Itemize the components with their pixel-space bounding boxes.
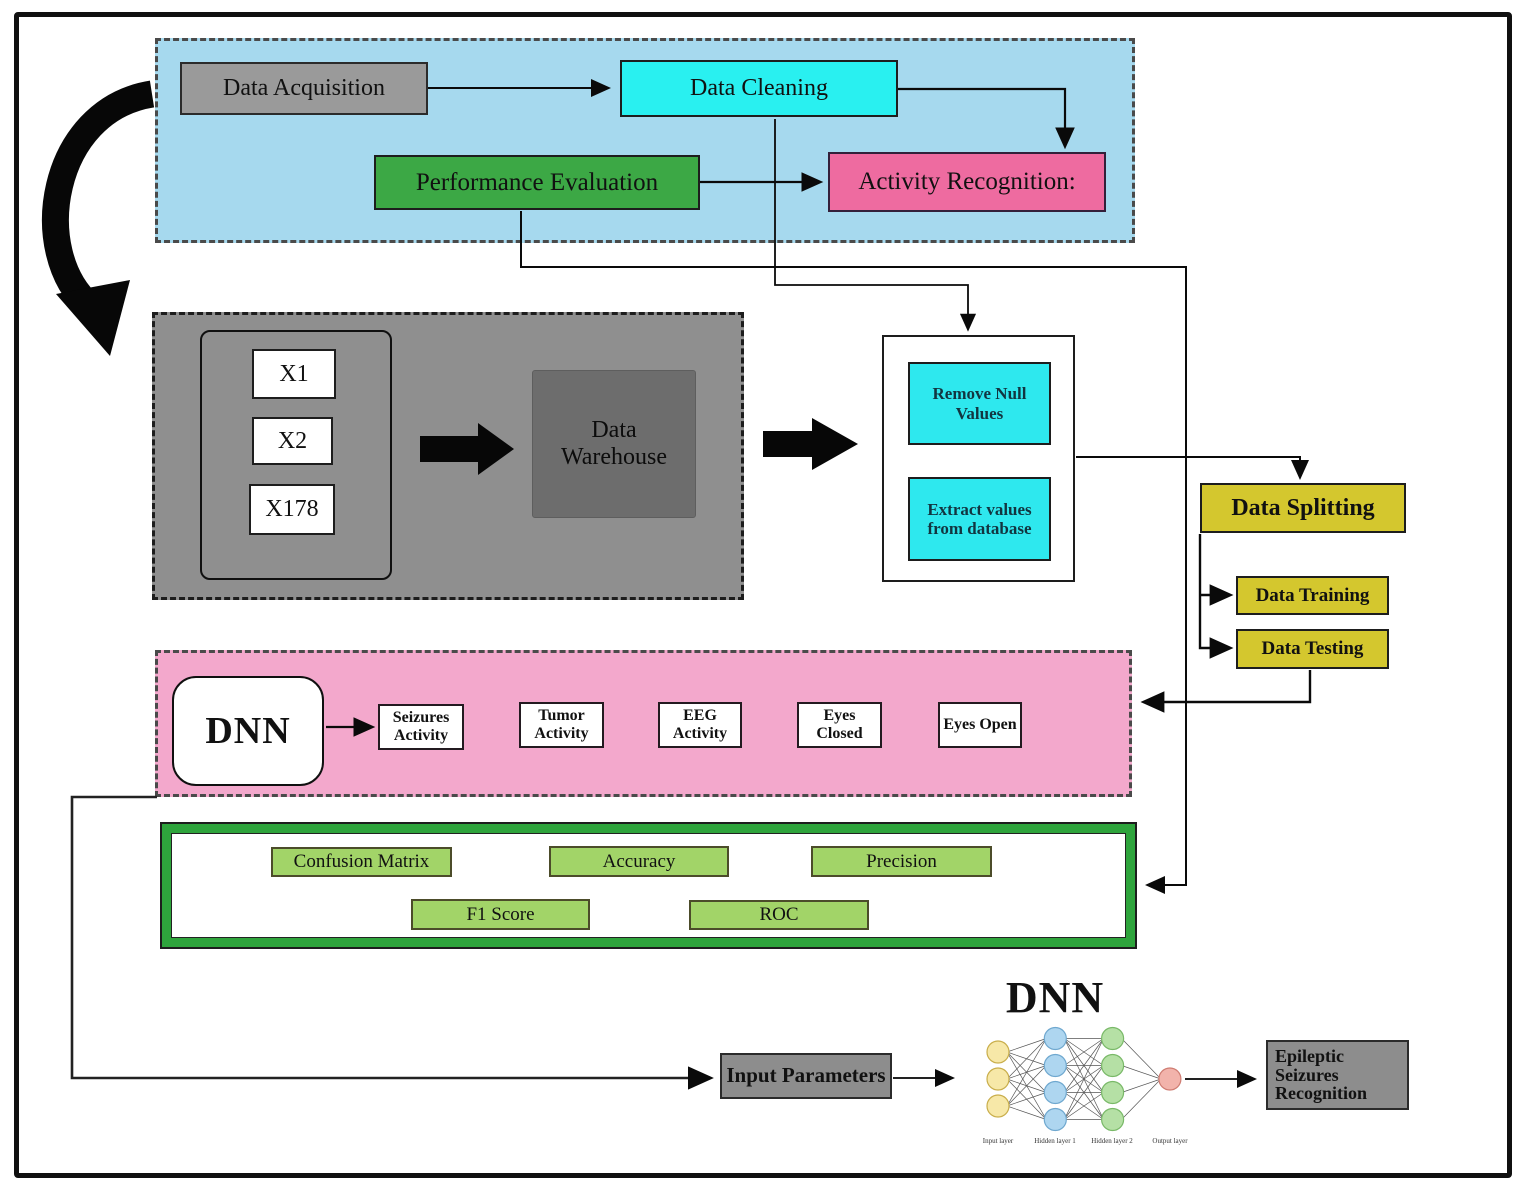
node-dnn-model: DNN: [172, 676, 324, 786]
dnn-detail-title: DNN: [960, 972, 1150, 1024]
node-activity-recognition-label: Activity Recognition:: [858, 168, 1076, 195]
node-epileptic-seizures-recognition: Epileptic Seizures Recognition: [1266, 1040, 1409, 1110]
node-extract-values-label: Extract values from database: [927, 499, 1032, 538]
node-class-tumor-activity: Tumor Activity: [519, 702, 604, 748]
node-activity-recognition: Activity Recognition:: [828, 152, 1106, 212]
node-class-seizures-activity: Seizures Activity: [378, 704, 464, 750]
section-evaluation: Confusion Matrix Accuracy Precision F1 S…: [160, 822, 1137, 949]
dnn-detail-title-label: DNN: [1005, 973, 1105, 1023]
node-input-parameters: Input Parameters: [720, 1053, 892, 1099]
node-data-splitting: Data Splitting: [1200, 483, 1406, 533]
metric-roc: ROC: [689, 900, 869, 930]
node-input-parameters-label: Input Parameters: [726, 1063, 886, 1088]
metric-accuracy: Accuracy: [549, 846, 729, 877]
metric-precision-label: Precision: [866, 850, 937, 872]
class-eeg-label: EEG Activity: [672, 707, 728, 742]
node-data-cleaning: Data Cleaning: [620, 60, 898, 117]
node-dnn-model-label: DNN: [205, 709, 291, 752]
class-eyes-open-label: Eyes Open: [943, 716, 1017, 734]
node-data-acquisition-label: Data Acquisition: [223, 75, 385, 102]
node-data-warehouse-label: Data Warehouse: [560, 417, 668, 470]
class-tumor-label: Tumor Activity: [534, 707, 589, 742]
node-data-warehouse: Data Warehouse: [532, 370, 696, 518]
node-data-training: Data Training: [1236, 576, 1389, 615]
node-x178: X178: [249, 484, 335, 535]
metric-confusion-matrix-label: Confusion Matrix: [293, 851, 430, 873]
feature-list-container: [200, 330, 392, 580]
node-data-testing-label: Data Testing: [1261, 638, 1364, 660]
node-data-splitting-label: Data Splitting: [1231, 494, 1375, 521]
class-seizures-label: Seizures Activity: [392, 709, 450, 744]
node-data-testing: Data Testing: [1236, 629, 1389, 669]
node-epileptic-label: Epileptic Seizures Recognition: [1275, 1045, 1367, 1104]
node-x1: X1: [252, 349, 336, 399]
node-class-eeg-activity: EEG Activity: [658, 702, 742, 748]
metric-roc-label: ROC: [759, 904, 799, 926]
outer-frame: [14, 12, 1512, 1178]
node-remove-null-values: Remove Null Values: [908, 362, 1051, 445]
metric-precision: Precision: [811, 846, 992, 877]
node-extract-values: Extract values from database: [908, 477, 1051, 561]
node-performance-evaluation: Performance Evaluation: [374, 155, 700, 210]
metric-accuracy-label: Accuracy: [602, 850, 676, 872]
node-data-acquisition: Data Acquisition: [180, 62, 428, 115]
node-data-training-label: Data Training: [1255, 584, 1370, 606]
metric-f1-score-label: F1 Score: [466, 903, 535, 925]
node-class-eyes-closed: Eyes Closed: [797, 702, 882, 748]
node-x2: X2: [252, 417, 333, 465]
metric-confusion-matrix: Confusion Matrix: [271, 847, 452, 877]
node-data-cleaning-label: Data Cleaning: [690, 75, 828, 102]
metric-f1-score: F1 Score: [411, 899, 590, 930]
node-x178-label: X178: [265, 496, 319, 523]
node-x2-label: X2: [277, 427, 308, 454]
node-performance-evaluation-label: Performance Evaluation: [415, 168, 659, 196]
node-x1-label: X1: [279, 360, 309, 387]
node-remove-null-values-label: Remove Null Values: [932, 384, 1027, 423]
node-class-eyes-open: Eyes Open: [938, 702, 1022, 748]
class-eyes-closed-label: Eyes Closed: [816, 707, 863, 742]
evaluation-inner-panel: Confusion Matrix Accuracy Precision F1 S…: [171, 833, 1126, 938]
